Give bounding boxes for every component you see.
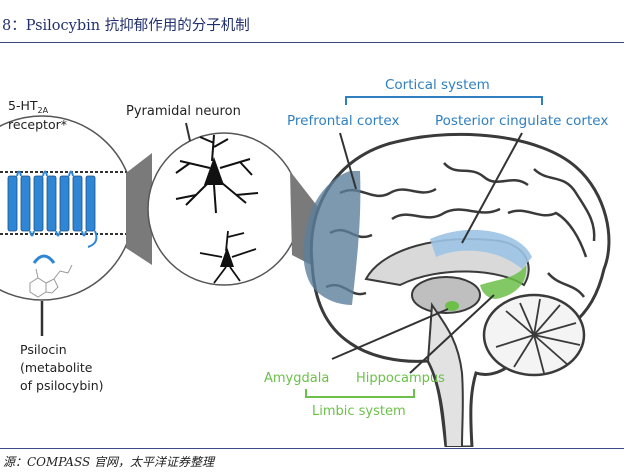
psilocin-molecule [29, 264, 73, 298]
pyramidal-neuron-circle [147, 132, 301, 286]
hippocampus-label: Hippocampus [356, 371, 445, 386]
cortical-bracket [345, 96, 543, 105]
prefrontal-pointer [339, 132, 357, 190]
zoom-funnel-left [126, 153, 152, 265]
receptor-helices [7, 170, 98, 248]
receptor-label-line2: receptor* [8, 117, 67, 132]
psilocin-label-line3: of psilocybin) [20, 378, 104, 393]
binding-arc [32, 254, 56, 264]
neuron-large [175, 134, 259, 214]
amygdala-pointer [331, 308, 449, 360]
source-note: 源：COMPASS 官网，太平洋证券整理 [3, 455, 214, 469]
amygdala-region [445, 301, 459, 311]
neuron-large-soma [204, 157, 224, 185]
posterior-cingulate-region [430, 229, 532, 269]
limbic-bracket [305, 389, 415, 398]
posterior-cingulate-pointer [461, 132, 523, 244]
receptor-zoom-circle [0, 115, 135, 301]
prefrontal-cortex-label: Prefrontal cortex [287, 113, 399, 129]
neuron-small-soma [220, 247, 234, 267]
thalamus [411, 276, 481, 314]
receptor-label: 5-HT2A [8, 98, 49, 115]
pyramidal-pointer [185, 122, 191, 142]
hippocampus-region [480, 265, 527, 299]
brainstem [426, 302, 464, 448]
amygdala-label: Amygdala [264, 371, 329, 386]
psilocin-label-line1: Psilocin [20, 342, 67, 357]
posterior-cingulate-label: Posterior cingulate cortex [435, 113, 608, 129]
cortical-system-label: Cortical system [385, 77, 490, 93]
figure-title-bar: 8：Psilocybin 抗抑郁作用的分子机制 [0, 0, 624, 43]
psilocin-label-line2: (metabolite [20, 360, 93, 375]
limbic-system-label: Limbic system [312, 404, 406, 419]
brain-illustration [303, 132, 611, 449]
cerebellum [482, 293, 586, 377]
diagram-svg: 5-HT2A receptor* Psilocin (metabolite of… [0, 77, 611, 449]
mechanism-diagram: 5-HT2A receptor* Psilocin (metabolite of… [0, 43, 624, 449]
hippocampus-pointer [409, 294, 495, 374]
prefrontal-cortex-region [303, 171, 361, 305]
pyramidal-neuron-label: Pyramidal neuron [126, 104, 241, 119]
neuron-small [199, 230, 257, 284]
figure-title: 8：Psilocybin 抗抑郁作用的分子机制 [2, 18, 250, 34]
source-bar: 源：COMPASS 官网，太平洋证券整理 [0, 448, 624, 473]
